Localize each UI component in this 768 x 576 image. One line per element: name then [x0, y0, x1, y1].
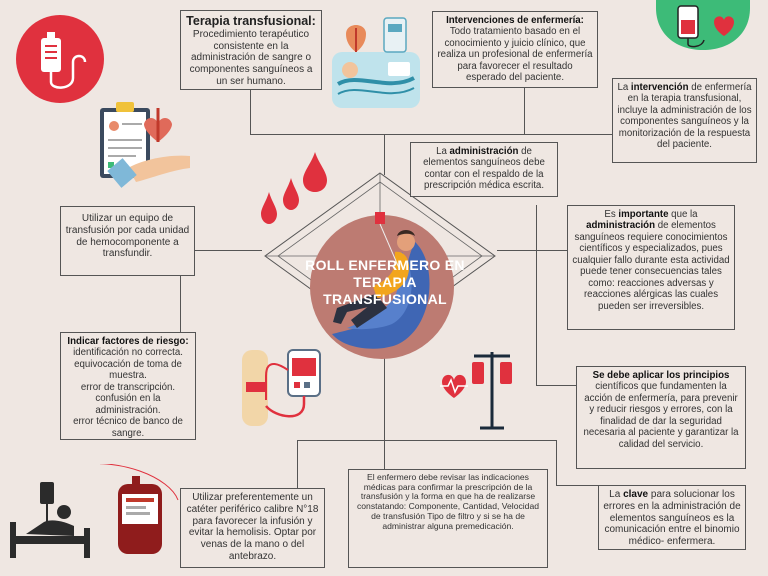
blood-drops-icon	[261, 152, 327, 224]
list-item: equivocación de toma de muestra.	[74, 358, 182, 382]
box-text-mid: que la	[668, 209, 698, 220]
box-clave: La clave para solucionar los errores en …	[598, 485, 746, 550]
box-equipo-transfusion: Utilizar un equipo de transfusión por ca…	[60, 206, 195, 276]
box-text-post: de elementos sanguíneos debe contar con …	[423, 146, 545, 192]
box-text-bold: clave	[623, 489, 649, 500]
connector-line	[297, 440, 557, 441]
connector-line	[180, 250, 181, 360]
medical-clipboard-icon	[100, 102, 190, 188]
list-item: error de transcripción.	[80, 381, 176, 393]
box-principios: Se debe aplicar los principios científic…	[576, 366, 746, 469]
box-text: Todo tratamiento basado en el conocimien…	[437, 26, 593, 84]
blood-donation-icon	[656, 0, 750, 50]
box-text: Utilizar preferentemente un catéter peri…	[186, 492, 319, 562]
box-intervenciones-enfermeria: Intervenciones de enfermería: Todo trata…	[432, 11, 598, 88]
box-cateter: Utilizar preferentemente un catéter peri…	[180, 488, 325, 568]
box-text-bold: Se debe aplicar los principios	[592, 370, 730, 381]
transfusion-arm-icon	[242, 349, 321, 426]
box-importante: Es importante que la administración de e…	[567, 205, 735, 330]
box-text-post: científicos que fundamenten la acción de…	[583, 381, 739, 450]
box-text-pre: La	[436, 146, 450, 157]
list-item: error técnico de banco de sangre.	[73, 416, 183, 439]
box-text-pre: La	[617, 82, 631, 93]
box-title: Indicar factores de riesgo:	[67, 336, 189, 347]
box-text-bold: intervención	[630, 82, 689, 93]
box-text-post: de enfermería en la terapia transfusiona…	[617, 82, 752, 151]
box-text: Procedimiento terapéutico consistente en…	[189, 28, 313, 87]
box-text-bold: administración	[586, 220, 656, 232]
connector-line	[536, 385, 576, 386]
transfusion-machine-icon	[332, 17, 420, 108]
connector-line	[384, 338, 385, 470]
box-revisar-indicaciones: El enfermero debe revisar las indicacion…	[348, 469, 548, 568]
box-text-bold: administración	[449, 146, 519, 157]
box-terapia-transfusional: Terapia transfusional: Procedimiento ter…	[180, 10, 322, 90]
blood-bag-icon	[16, 15, 104, 103]
box-text-post: de elementos sanguíneos requiere conocim…	[572, 220, 730, 312]
box-text: El enfermero debe revisar las indicacion…	[356, 472, 540, 531]
box-title: Intervenciones de enfermería:	[446, 15, 584, 26]
patient-bed-icon	[10, 482, 90, 558]
box-administracion: La administración de elementos sanguíneo…	[410, 142, 558, 197]
connector-line	[556, 485, 598, 486]
iv-stand-icon	[440, 352, 512, 430]
connector-line	[556, 440, 557, 485]
box-text: Utilizar un equipo de transfusión por ca…	[65, 213, 190, 260]
box-text-pre: La	[609, 489, 624, 500]
connector-line	[536, 205, 537, 385]
blood-bag-red-icon	[100, 464, 179, 554]
connector-line	[250, 134, 612, 135]
connector-line	[497, 250, 567, 251]
box-title: Terapia transfusional:	[186, 14, 316, 28]
box-text-post: para solucionar los errores en la admini…	[603, 489, 741, 548]
connector-line	[297, 440, 298, 490]
box-text-pre: Es	[604, 209, 619, 220]
connector-line	[384, 135, 385, 175]
box-intervencion-terapia: La intervención de enfermería en la tera…	[612, 78, 757, 163]
box-factores-riesgo: Indicar factores de riesgo: identificaci…	[60, 332, 196, 440]
central-circle	[310, 212, 454, 359]
list-item: confusión en la administración.	[95, 393, 161, 416]
list-item: identificación no correcta.	[73, 347, 183, 359]
box-text-bold: importante	[618, 209, 669, 220]
central-title: ROLL ENFERMERO EN TERAPIA TRANSFUSIONAL	[305, 257, 465, 307]
connector-line	[524, 88, 525, 135]
connector-line	[180, 250, 262, 251]
